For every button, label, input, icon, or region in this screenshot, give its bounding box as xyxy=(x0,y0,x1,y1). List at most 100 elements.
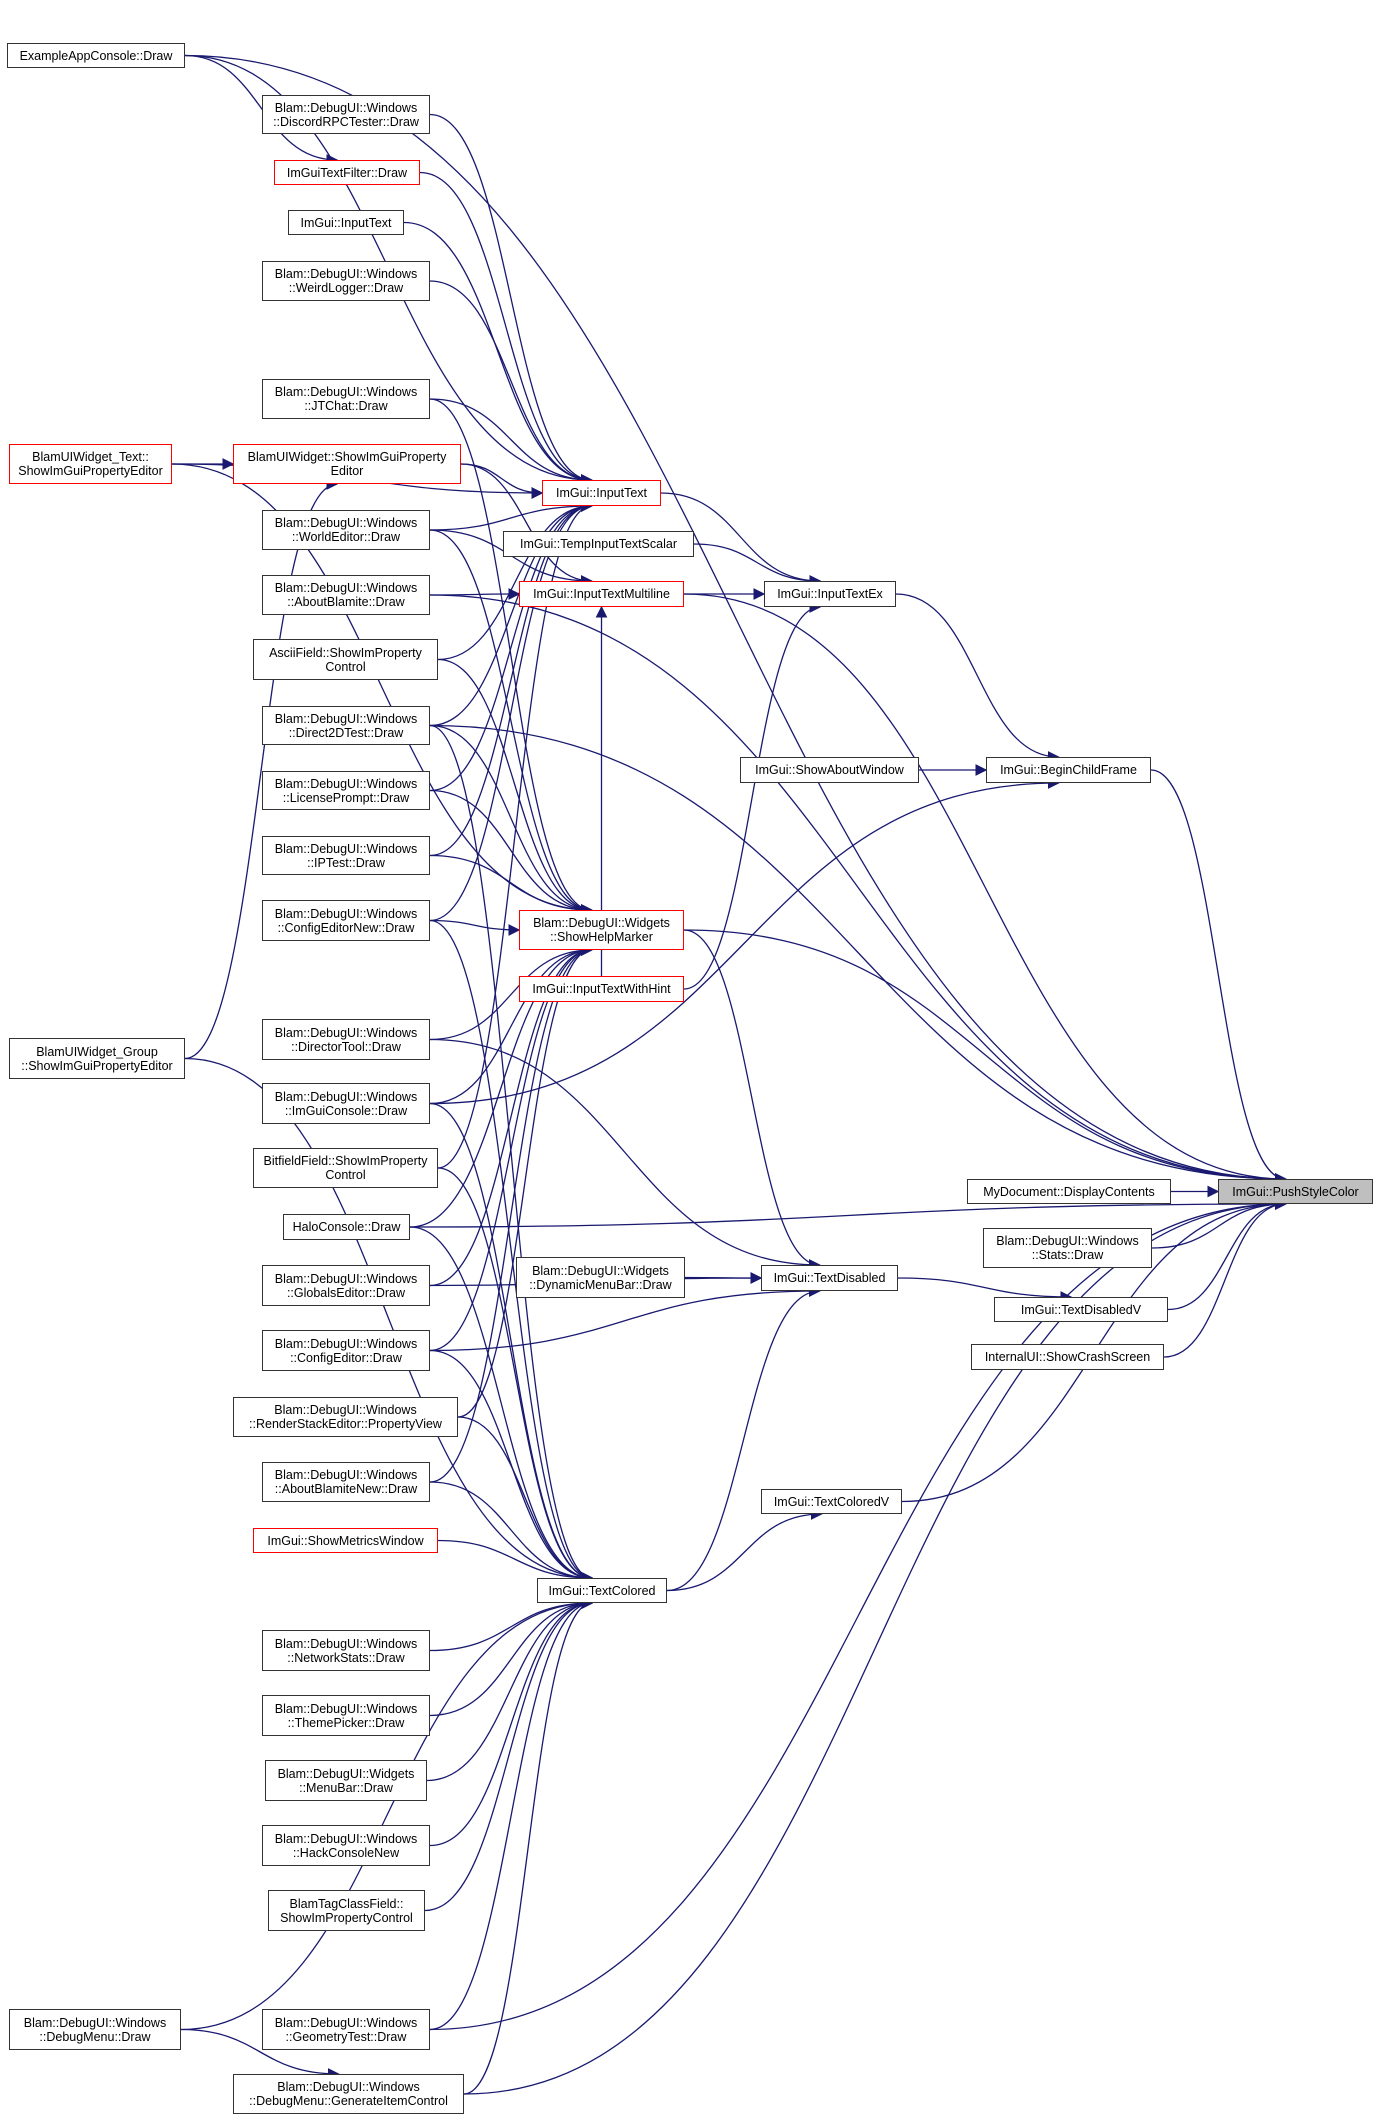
edge-globals-to-helpmarker xyxy=(429,944,593,1287)
edge-debugmenu-to-textcolored xyxy=(180,1597,594,2031)
edge-widget_prop-to-multiline xyxy=(460,463,593,587)
graph-node-widget_text[interactable]: BlamUIWidget_Text:: ShowImGuiPropertyEdi… xyxy=(9,444,172,484)
graph-node-mydoc[interactable]: MyDocument::DisplayContents xyxy=(967,1179,1171,1204)
edge-exampleapp-to-textfilter xyxy=(184,54,339,166)
edge-textcolored-to-textdisabled xyxy=(666,1285,821,1592)
graph-node-debugmenu[interactable]: Blam::DebugUI::Windows ::DebugMenu::Draw xyxy=(9,2009,181,2050)
graph-node-imguiconsole[interactable]: Blam::DebugUI::Windows ::ImGuiConsole::D… xyxy=(262,1083,430,1124)
graph-node-childframe[interactable]: ImGui::BeginChildFrame xyxy=(986,757,1151,783)
edge-aboutblamite-to-root xyxy=(429,594,1287,1185)
edge-aboutnew-to-textcolored xyxy=(429,1481,594,1584)
edge-renderstack-to-textcolored xyxy=(457,1416,594,1584)
graph-node-license[interactable]: Blam::DebugUI::Windows ::LicensePrompt::… xyxy=(262,771,430,810)
edge-halo-to-root xyxy=(409,1198,1287,1228)
edge-crash-to-root xyxy=(1163,1198,1287,1358)
graph-node-textfilter[interactable]: ImGuiTextFilter::Draw xyxy=(274,160,420,185)
graph-node-inputtext_l[interactable]: ImGui::InputText xyxy=(288,210,404,235)
edge-renderstack-to-helpmarker xyxy=(457,944,593,1418)
graph-node-metrics[interactable]: ImGui::ShowMetricsWindow xyxy=(253,1528,438,1553)
graph-node-geometry[interactable]: Blam::DebugUI::Windows ::GeometryTest::D… xyxy=(262,2009,430,2050)
edge-world-to-helpmarker xyxy=(429,529,593,916)
graph-node-aboutnew[interactable]: Blam::DebugUI::Windows ::AboutBlamiteNew… xyxy=(262,1462,430,1502)
graph-node-world[interactable]: Blam::DebugUI::Windows ::WorldEditor::Dr… xyxy=(262,510,430,550)
graph-node-stats[interactable]: Blam::DebugUI::Windows ::Stats::Draw xyxy=(983,1228,1152,1268)
edge-weird-to-inputtext xyxy=(429,280,593,486)
edge-cfgnew-to-inputtext xyxy=(429,500,593,922)
edge-halo-to-helpmarker xyxy=(409,944,593,1228)
graph-node-bitfield[interactable]: BitfieldField::ShowImProperty Control xyxy=(253,1148,438,1188)
graph-node-discord[interactable]: Blam::DebugUI::Windows ::DiscordRPCTeste… xyxy=(262,95,430,134)
edge-theme-to-textcolored xyxy=(429,1597,594,1717)
edge-d2d-to-root xyxy=(429,724,1287,1185)
graph-node-tempinput[interactable]: ImGui::TempInputTextScalar xyxy=(503,531,694,557)
graph-node-textcoloredv[interactable]: ImGui::TextColoredV xyxy=(761,1489,902,1514)
graph-node-textdisabledv[interactable]: ImGui::TextDisabledV xyxy=(994,1297,1168,1322)
edge-menubar-to-textcolored xyxy=(426,1597,594,1782)
edge-world-to-inputtext xyxy=(429,500,593,531)
graph-node-dynmenu[interactable]: Blam::DebugUI::Widgets ::DynamicMenuBar:… xyxy=(516,1257,685,1298)
edge-cfgnew-to-helpmarker xyxy=(429,919,521,936)
edge-inputtextex-to-childframe xyxy=(895,593,1060,763)
edge-hack-to-textcolored xyxy=(429,1597,594,1847)
graph-node-weird[interactable]: Blam::DebugUI::Windows ::WeirdLogger::Dr… xyxy=(262,261,430,301)
graph-node-helpmarker[interactable]: Blam::DebugUI::Widgets ::ShowHelpMarker xyxy=(519,910,684,950)
graph-node-inputtextex[interactable]: ImGui::InputTextEx xyxy=(764,581,896,607)
edge-license-to-helpmarker xyxy=(429,789,593,916)
graph-node-tagclass[interactable]: BlamTagClassField:: ShowImPropertyContro… xyxy=(268,1890,425,1931)
graph-node-iptest[interactable]: Blam::DebugUI::Windows ::IPTest::Draw xyxy=(262,836,430,875)
graph-node-menubar[interactable]: Blam::DebugUI::Widgets ::MenuBar::Draw xyxy=(265,1760,427,1801)
edge-tagclass-to-textcolored xyxy=(424,1597,594,1912)
edge-genitem-to-root xyxy=(463,1198,1287,2095)
graph-node-exampleapp[interactable]: ExampleAppConsole::Draw xyxy=(7,43,185,68)
graph-node-halo[interactable]: HaloConsole::Draw xyxy=(283,1214,410,1240)
graph-node-textdisabled[interactable]: ImGui::TextDisabled xyxy=(761,1265,898,1291)
graph-node-inputtext[interactable]: ImGui::InputText xyxy=(542,480,661,506)
edge-license-to-inputtext xyxy=(429,500,593,792)
graph-node-theme[interactable]: Blam::DebugUI::Windows ::ThemePicker::Dr… xyxy=(262,1695,430,1736)
graph-node-textcolored[interactable]: ImGui::TextColored xyxy=(537,1578,667,1603)
graph-node-jtchat[interactable]: Blam::DebugUI::Windows ::JTChat::Draw xyxy=(262,379,430,419)
graph-node-d2d[interactable]: Blam::DebugUI::Windows ::Direct2DTest::D… xyxy=(262,706,430,745)
edge-director-to-helpmarker xyxy=(429,944,593,1041)
graph-node-widget_prop[interactable]: BlamUIWidget::ShowImGuiProperty Editor xyxy=(233,444,461,484)
graph-node-genitem[interactable]: Blam::DebugUI::Windows ::DebugMenu::Gene… xyxy=(233,2074,464,2114)
edge-bitfield-to-textcolored xyxy=(437,1167,594,1584)
graph-node-withhint[interactable]: ImGui::InputTextWithHint xyxy=(519,976,684,1002)
graph-node-root[interactable]: ImGui::PushStyleColor xyxy=(1218,1179,1373,1204)
edge-halo-to-textcolored xyxy=(409,1226,594,1584)
graph-node-aboutblamite[interactable]: Blam::DebugUI::Windows ::AboutBlamite::D… xyxy=(262,575,430,615)
edge-d2d-to-helpmarker xyxy=(429,724,593,916)
edge-cfg-to-helpmarker xyxy=(429,944,593,1352)
edge-geometry-to-root xyxy=(429,1198,1287,2031)
edge-genitem-to-textcolored xyxy=(463,1597,594,2095)
graph-node-cfgnew[interactable]: Blam::DebugUI::Windows ::ConfigEditorNew… xyxy=(262,900,430,941)
edge-director-to-textdisabled xyxy=(429,1038,821,1271)
edge-textcolored-to-textcoloredv xyxy=(666,1508,823,1592)
graph-node-hack[interactable]: Blam::DebugUI::Windows ::HackConsoleNew xyxy=(262,1825,430,1866)
edge-helpmarker-to-root xyxy=(683,929,1287,1185)
edge-stats-to-root xyxy=(1151,1198,1287,1249)
graph-node-multiline[interactable]: ImGui::InputTextMultiline xyxy=(519,581,684,607)
graph-node-cfg[interactable]: Blam::DebugUI::Windows ::ConfigEditor::D… xyxy=(262,1330,430,1371)
graph-node-group[interactable]: BlamUIWidget_Group ::ShowImGuiPropertyEd… xyxy=(9,1038,185,1079)
edge-withhint-to-inputtextex xyxy=(683,601,822,990)
graph-node-director[interactable]: Blam::DebugUI::Windows ::DirectorTool::D… xyxy=(262,1019,430,1060)
edge-textdisabledv-to-root xyxy=(1167,1198,1287,1311)
edge-jtchat-to-helpmarker xyxy=(429,398,593,916)
graph-node-netstats[interactable]: Blam::DebugUI::Windows ::NetworkStats::D… xyxy=(262,1630,430,1671)
graph-node-ascii[interactable]: AsciiField::ShowImProperty Control xyxy=(253,639,438,680)
graph-node-aboutwin[interactable]: ImGui::ShowAboutWindow xyxy=(740,757,919,783)
edge-tempinput-to-inputtextex xyxy=(693,543,822,587)
edge-imguiconsole-to-helpmarker xyxy=(429,944,593,1105)
graph-node-globals[interactable]: Blam::DebugUI::Windows ::GlobalsEditor::… xyxy=(262,1265,430,1306)
edge-childframe-to-root xyxy=(1150,769,1287,1185)
edge-helpmarker-to-textdisabled xyxy=(683,929,821,1271)
graph-node-crash[interactable]: InternalUI::ShowCrashScreen xyxy=(971,1344,1164,1370)
edge-group-to-textcolored xyxy=(184,1057,594,1584)
graph-node-renderstack[interactable]: Blam::DebugUI::Windows ::RenderStackEdit… xyxy=(233,1397,458,1437)
edge-geometry-to-textcolored xyxy=(429,1597,594,2031)
edge-metrics-to-textcolored xyxy=(437,1539,594,1584)
edge-widget_prop-to-inputtext xyxy=(460,463,544,499)
edge-dynmenu-to-textdisabled xyxy=(684,1272,763,1284)
